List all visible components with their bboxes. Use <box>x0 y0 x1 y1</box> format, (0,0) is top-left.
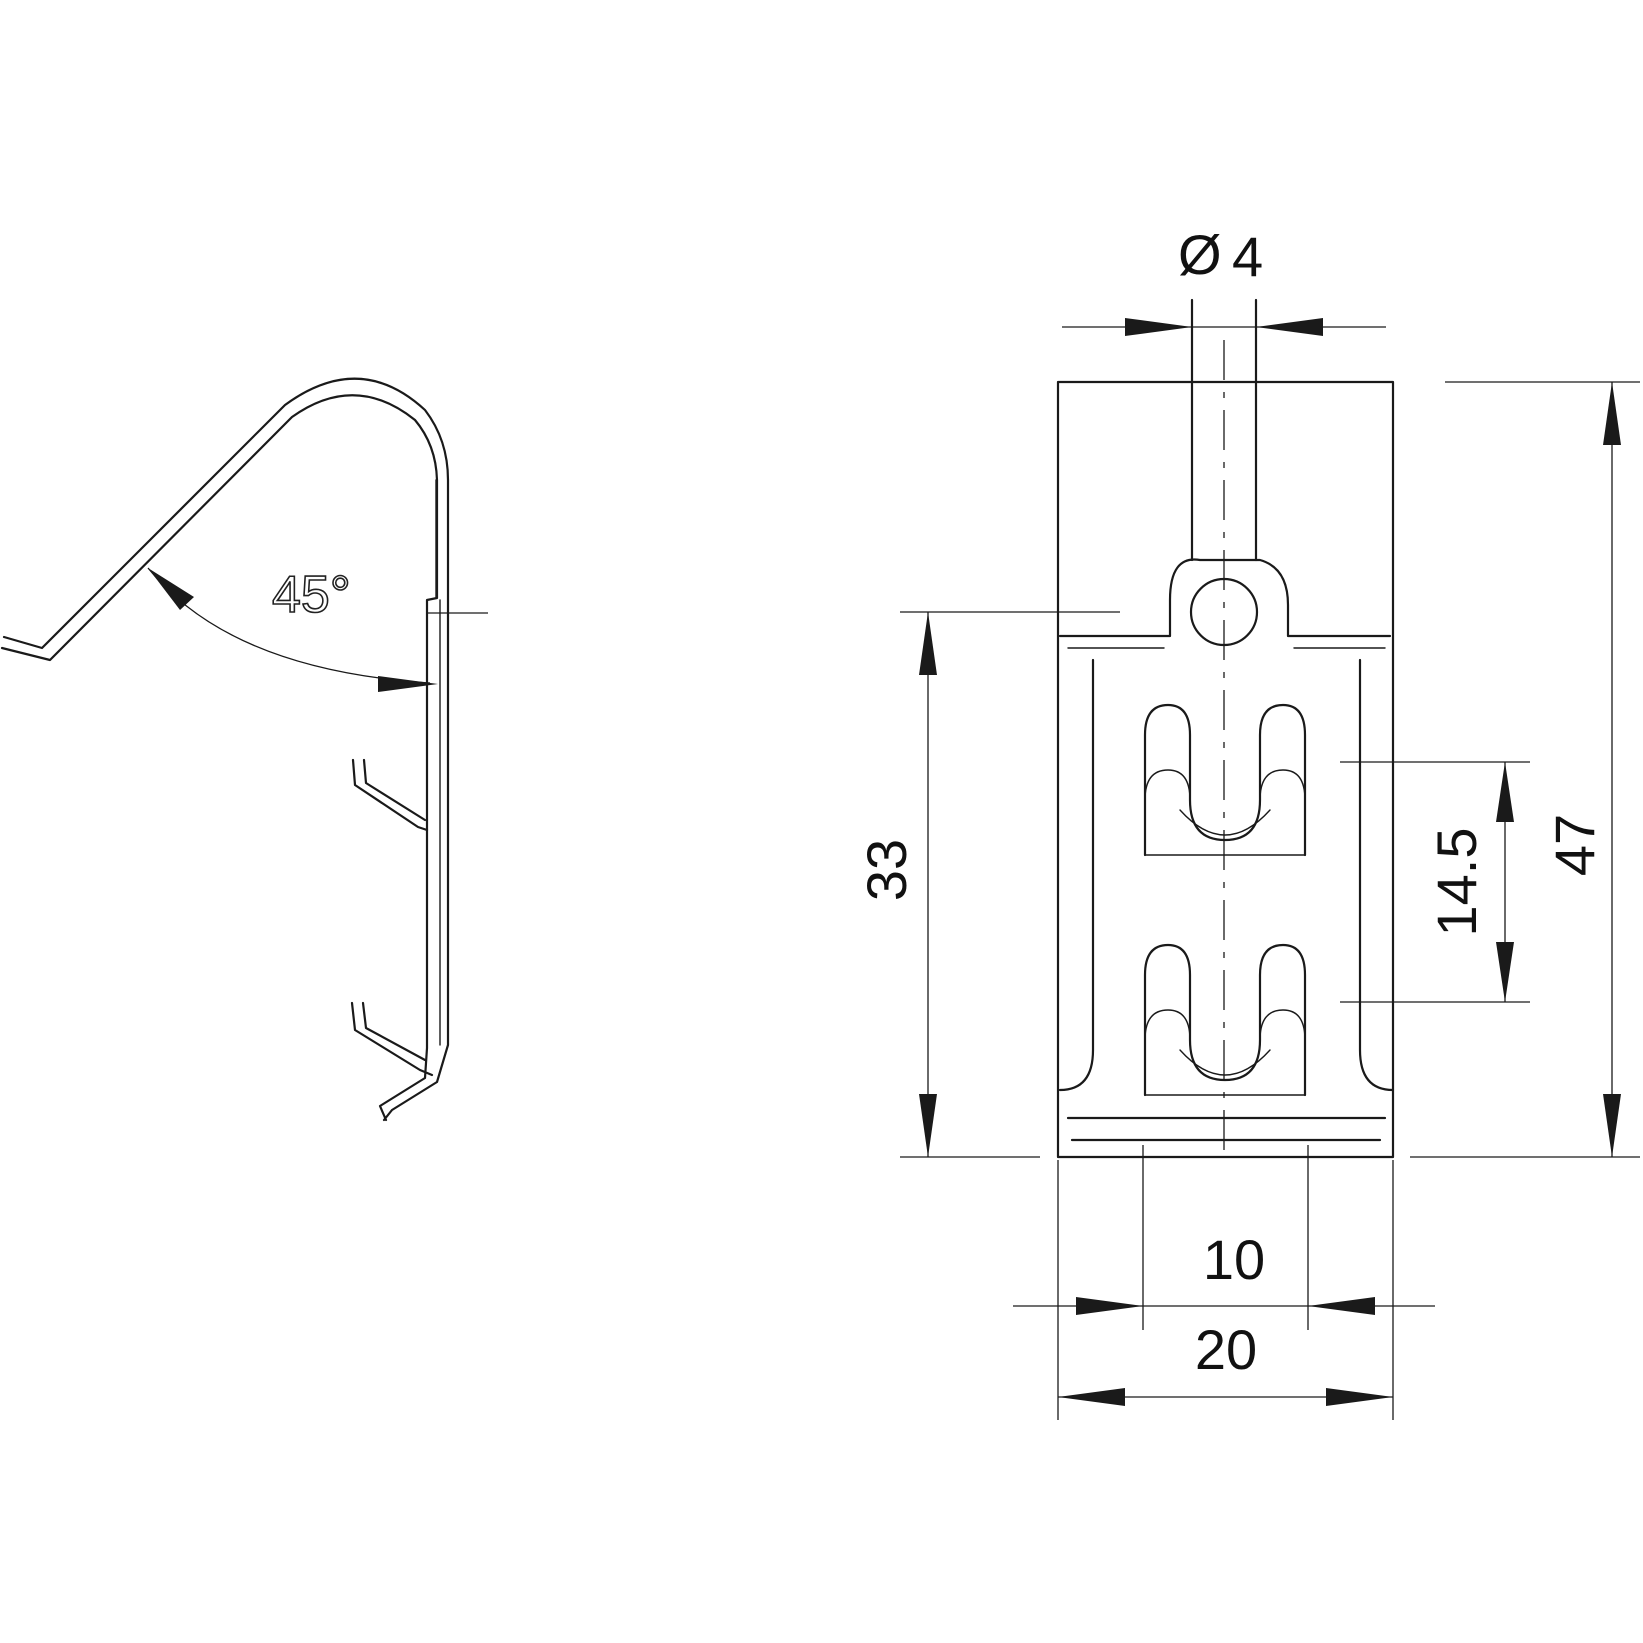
clip-barb-lower <box>350 1001 434 1077</box>
clip-side-wall-right <box>1358 658 1395 1092</box>
clip-barb-upper <box>351 758 429 832</box>
angle-label: 45° <box>272 566 351 624</box>
clip-top-plate <box>1058 558 1392 638</box>
angle-arrow-head-upper <box>148 568 194 610</box>
clip-side-wall-left <box>1058 658 1095 1092</box>
slot-upper <box>1143 703 1307 857</box>
dim-height-right: 47 <box>1410 381 1640 1158</box>
clip-barb-lower-inner <box>361 1001 427 1062</box>
dim-height-left: 33 <box>855 611 1120 1158</box>
dim-height-right-label: 47 <box>1543 814 1606 876</box>
clip-profile-outer <box>2 377 450 1122</box>
dim-diameter-value: 4 <box>1232 225 1263 288</box>
clip-body-outline <box>1056 380 1395 1159</box>
angle-arrow-head-lower <box>378 676 438 692</box>
clip-barb-upper-inner <box>362 758 427 822</box>
front-view: Ø 4 33 14.5 47 <box>855 223 1640 1420</box>
dim-diameter: Ø 4 <box>1062 223 1386 340</box>
dim-slot-pitch: 14.5 <box>1340 761 1530 1003</box>
dim-total-width-label: 20 <box>1195 1318 1257 1381</box>
dim-slot-width-label: 10 <box>1203 1228 1265 1291</box>
dim-total-width: 20 <box>1057 1160 1394 1420</box>
clip-profile-inner <box>0 394 439 1122</box>
slot-lower <box>1143 943 1307 1097</box>
dim-height-left-label: 33 <box>855 839 918 901</box>
dim-slot-pitch-label: 14.5 <box>1425 828 1488 937</box>
clip-bottom-lip <box>1066 1116 1387 1142</box>
dim-diameter-symbol: Ø <box>1178 223 1222 286</box>
dim-slot-width: 10 <box>1013 1145 1435 1330</box>
side-view: 45° <box>0 377 488 1122</box>
